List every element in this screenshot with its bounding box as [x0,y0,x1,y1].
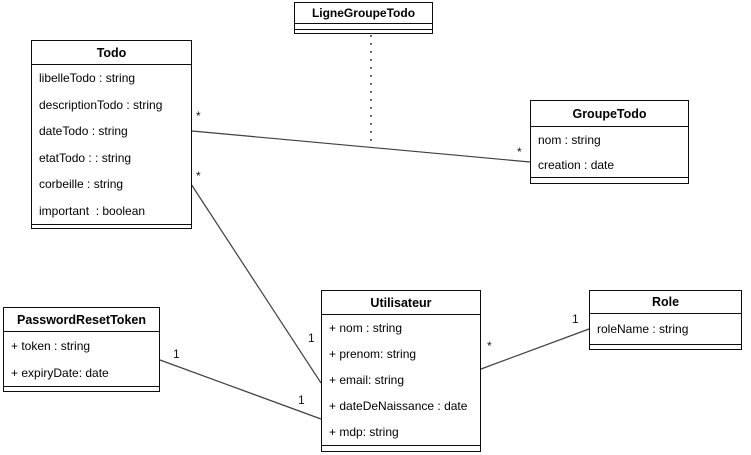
attributes-compartment: libelleTodo : string descriptionTodo : s… [32,65,191,224]
class-groupetodo[interactable]: GroupeTodo nom : string creation : date [530,100,689,184]
attribute-row: + token : string [11,338,91,353]
attribute-row: roleName : string [597,322,689,336]
attribute-row: corbeille : string [39,177,124,192]
attribute-row: + mdp: string [329,425,399,439]
attribute-row: + prenom: string [329,347,417,361]
methods-compartment [32,224,191,228]
attribute-row: descriptionTodo : string [39,97,163,112]
association-todo-groupetodo[interactable] [191,130,531,163]
attributes-compartment: + token : string + expiryDate: date [4,332,159,386]
class-title-utilisateur: Utilisateur [322,291,480,315]
methods-compartment [590,344,741,349]
methods-compartment [4,386,159,391]
attribute-row: dateTodo : string [39,124,128,139]
attribute-row: important : boolean [39,203,146,218]
multiplicity-label: 1 [298,393,305,407]
attribute-row: + dateDeNaissance : date [329,399,468,413]
association-passwordresettoken-utilisateur[interactable] [159,359,322,420]
attributes-compartment: nom : string creation : date [531,127,688,177]
class-role[interactable]: Role roleName : string [589,290,742,350]
attribute-row: creation : date [538,157,615,172]
methods-compartment [531,177,688,183]
class-utilisateur[interactable]: Utilisateur + nom : string + prenom: str… [321,290,481,452]
attribute-row: + expiryDate: date [11,365,109,380]
attribute-row: libelleTodo : string [39,71,136,86]
class-todo[interactable]: Todo libelleTodo : string descriptionTod… [31,40,192,229]
class-lignegroupetodo[interactable]: LigneGroupeTodo [294,2,433,34]
attributes-compartment: + nom : string + prenom: string + email:… [322,315,480,445]
class-title-lignegroupetodo: LigneGroupeTodo [295,3,432,24]
methods-compartment [322,445,480,451]
class-title-passwordresettoken: PasswordResetToken [4,308,159,332]
association-utilisateur-role[interactable] [480,328,590,370]
association-todo-utilisateur[interactable] [190,183,322,384]
multiplicity-label: 1 [572,312,579,326]
class-passwordresettoken[interactable]: PasswordResetToken + token : string + ex… [3,307,160,392]
class-title-todo: Todo [32,41,191,65]
multiplicity-label: * [196,109,201,123]
attribute-row: + nom : string [329,321,403,335]
multiplicity-label: 1 [173,347,180,361]
attribute-row: + email: string [329,373,405,387]
methods-compartment [295,29,432,33]
multiplicity-label: 1 [308,331,315,345]
attribute-row: etatTodo : : string [39,150,132,165]
class-title-groupetodo: GroupeTodo [531,101,688,127]
class-title-role: Role [590,291,741,314]
attribute-row: nom : string [538,132,601,147]
multiplicity-label: * [517,145,522,159]
attributes-compartment: roleName : string [590,314,741,344]
multiplicity-label: * [487,339,492,353]
multiplicity-label: * [196,169,201,183]
